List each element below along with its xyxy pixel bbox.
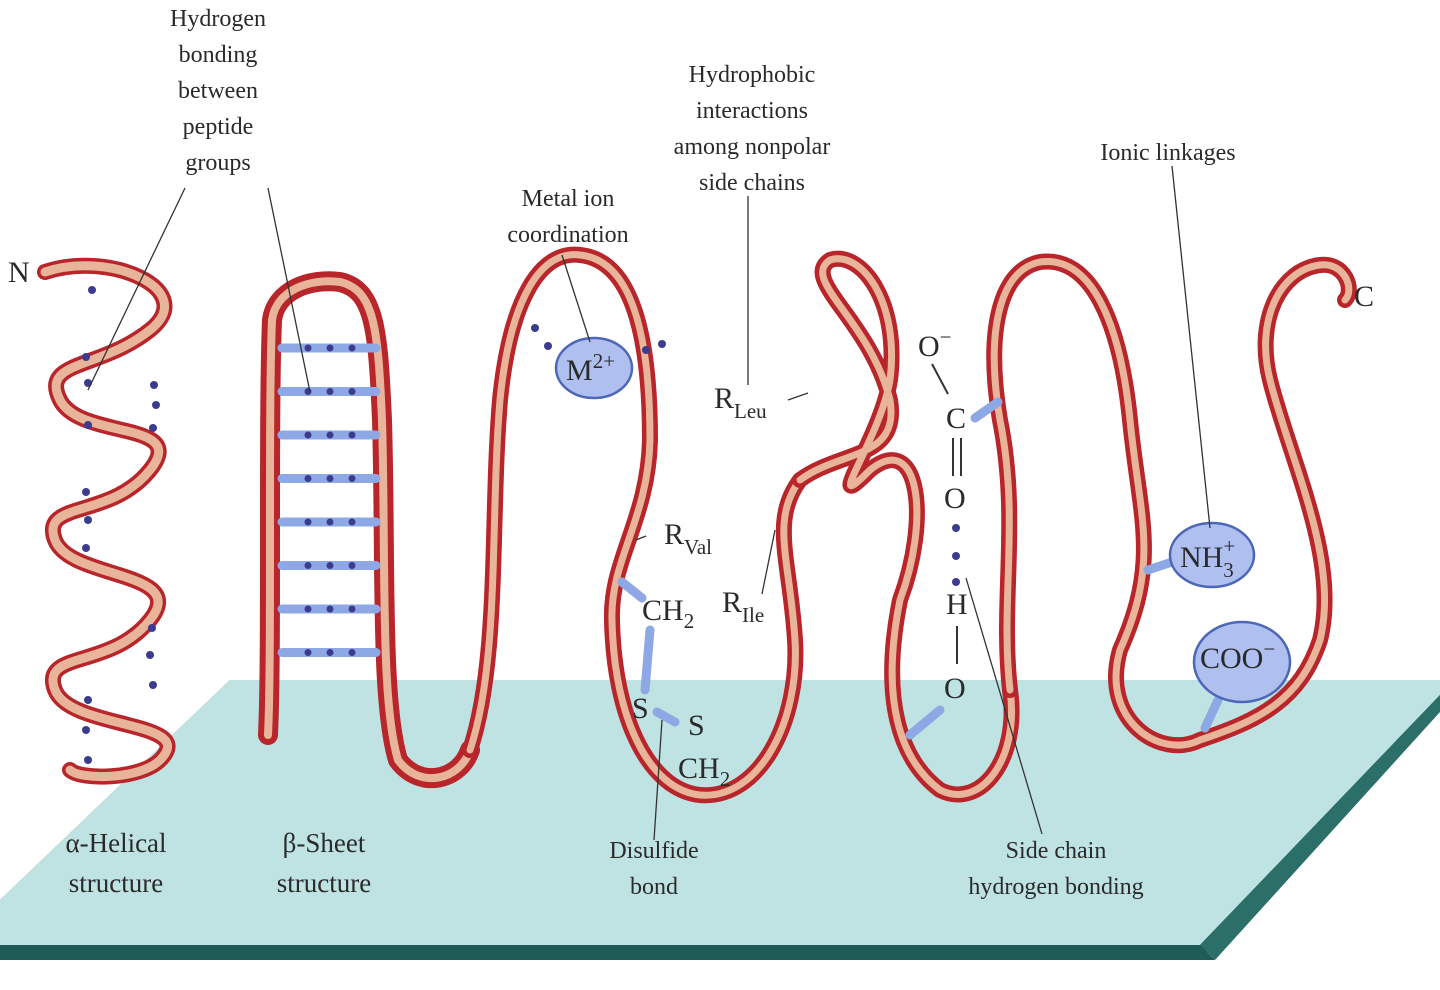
beta-sheet-bonds <box>277 343 381 657</box>
beta-hbond-dot <box>304 562 312 569</box>
beta-hbond-dot <box>326 605 334 613</box>
beta-hbond-dot <box>304 605 312 613</box>
label-metal-ion: Metal ion coordination <box>507 186 628 248</box>
svg-text:COO−: COO− <box>1200 637 1275 675</box>
beta-hbond-dot <box>304 344 312 352</box>
beta-hbond-dot <box>326 518 334 526</box>
svg-text:O: O <box>944 672 966 705</box>
svg-text:bond: bond <box>630 874 678 900</box>
label-sidechain-hbond: Side chain hydrogen bonding <box>968 838 1143 900</box>
svg-text:S: S <box>688 709 705 742</box>
loop-ribbon-3 <box>462 246 808 804</box>
svg-text:bonding: bonding <box>179 42 258 68</box>
loop-ribbon-5 <box>986 253 1357 753</box>
leader-lines <box>87 165 1211 841</box>
svg-text:structure: structure <box>277 868 371 898</box>
svg-text:α-Helical: α-Helical <box>65 828 166 858</box>
svg-text:hydrogen bonding: hydrogen bonding <box>968 874 1143 900</box>
svg-text:M2+: M2+ <box>566 349 615 387</box>
svg-text:NH+3: NH+3 <box>1180 534 1235 582</box>
beta-hbond-dot <box>348 344 356 352</box>
svg-text:groups: groups <box>185 150 250 176</box>
beta-hbond-dot <box>348 431 356 439</box>
svg-text:β-Sheet: β-Sheet <box>283 828 366 858</box>
svg-text:H: H <box>946 588 968 621</box>
beta-hbond-dot <box>326 562 334 569</box>
helix-hbond-dots <box>82 286 160 764</box>
svg-text:Hydrophobic: Hydrophobic <box>689 62 816 88</box>
ammonium-ion: NH+3 <box>1168 521 1256 589</box>
beta-hbond-dot <box>348 562 356 569</box>
floor-plane <box>0 680 1440 960</box>
beta-hbond-dot <box>304 475 312 482</box>
svg-text:RVal: RVal <box>664 518 712 559</box>
beta-hbond-dot <box>326 344 334 352</box>
beta-hbond-dot <box>304 649 312 656</box>
label-alpha-helix: α-Helical structure <box>65 828 166 898</box>
beta-hbond-dot <box>348 518 356 526</box>
svg-text:CH2: CH2 <box>642 594 694 633</box>
alpha-helix-ribbon <box>37 257 176 785</box>
svg-text:Disulfide: Disulfide <box>609 838 698 864</box>
svg-text:Metal ion: Metal ion <box>522 186 615 212</box>
beta-hbond-dot <box>326 649 334 656</box>
beta-hbond-dot <box>304 431 312 439</box>
beta-sheet-ribbon <box>258 271 480 788</box>
beta-hbond-dot <box>326 475 334 482</box>
metal-ion: M2+ <box>531 324 666 400</box>
svg-text:O−: O− <box>918 325 952 363</box>
beta-hbond-dot <box>348 605 356 613</box>
svg-text:structure: structure <box>69 868 163 898</box>
carboxylate-ion: COO− <box>1192 620 1292 704</box>
beta-hbond-dot <box>348 649 356 656</box>
beta-hbond-dot <box>326 431 334 439</box>
svg-text:S: S <box>632 692 649 725</box>
svg-text:O: O <box>944 482 966 515</box>
side-chain-hbond-chem: O− C O H O <box>918 325 968 705</box>
beta-hbond-dot <box>304 518 312 526</box>
svg-text:between: between <box>178 78 258 104</box>
r-groups: RLeu RVal RIle <box>664 382 767 627</box>
svg-text:CH2: CH2 <box>678 752 730 791</box>
svg-text:interactions: interactions <box>696 98 808 124</box>
label-hbond-peptide: Hydrogen bonding between peptide groups <box>170 6 266 176</box>
loop-ribbon-4 <box>792 250 1020 803</box>
label-ionic: Ionic linkages <box>1100 140 1235 166</box>
svg-text:C: C <box>946 402 966 435</box>
label-hydrophobic: Hydrophobic interactions among nonpolar … <box>674 62 831 196</box>
label-n-terminus: N <box>8 256 30 289</box>
svg-text:coordination: coordination <box>507 222 628 248</box>
svg-text:RLeu: RLeu <box>714 382 767 423</box>
label-disulfide: Disulfide bond <box>609 838 698 900</box>
beta-hbond-dot <box>326 388 334 395</box>
svg-text:peptide: peptide <box>183 114 254 140</box>
svg-text:side chains: side chains <box>699 170 805 196</box>
beta-hbond-dot <box>348 388 356 395</box>
label-c-terminus: C <box>1354 280 1374 313</box>
svg-text:among nonpolar: among nonpolar <box>674 134 831 160</box>
svg-text:RIle: RIle <box>722 586 764 627</box>
disulfide-chem: CH2 S S CH2 <box>632 594 730 791</box>
beta-hbond-dot <box>348 475 356 482</box>
svg-text:Hydrogen: Hydrogen <box>170 6 266 32</box>
label-beta-sheet: β-Sheet structure <box>277 828 371 898</box>
chemical-bond-bars <box>617 397 1223 740</box>
svg-text:Side chain: Side chain <box>1006 838 1107 864</box>
